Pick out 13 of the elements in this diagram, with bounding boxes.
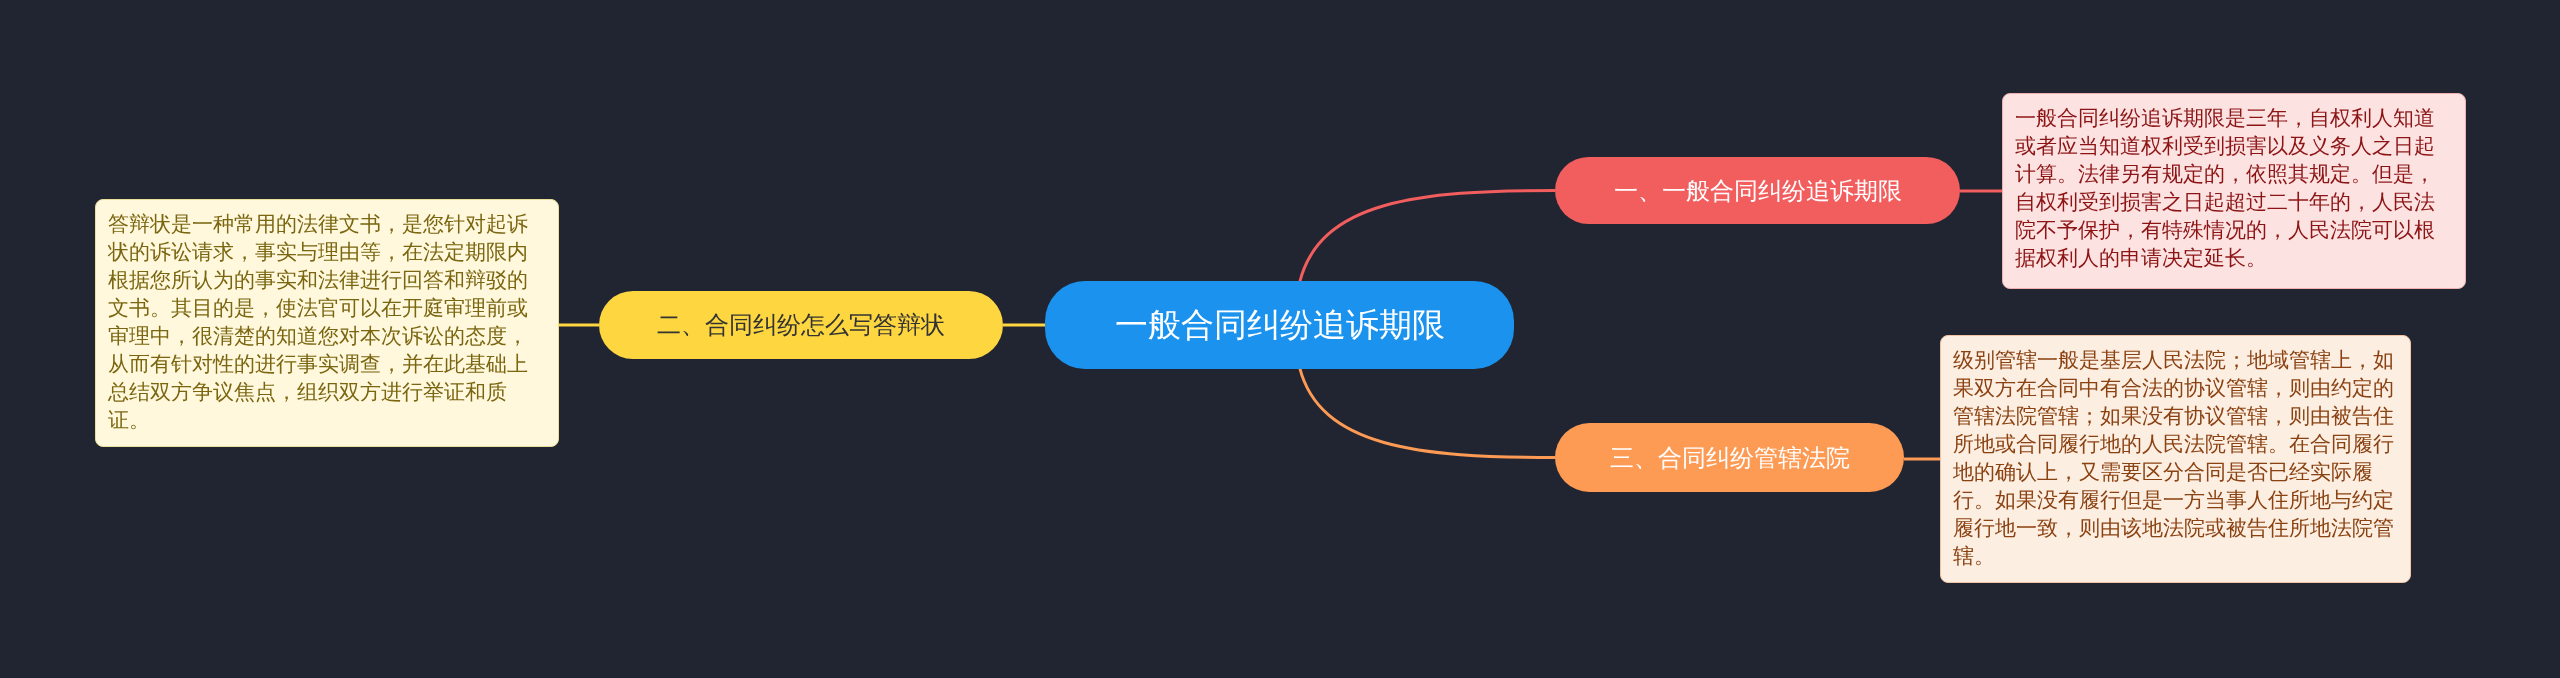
connector-line (1298, 366, 1555, 459)
connector-line (1003, 323, 1045, 327)
note-card: 答辩状是一种常用的法律文书，是您针对起诉状的诉讼请求，事实与理由等，在法定期限内根据您所认为的事实和法律进行回答和辩驳的文书。其目的是，使法官可以在开庭审理前或审理中，很清楚的知道您对本次诉讼的态度，从而有针对性的进行事实调查，并在此基础上总结双方争议焦点，组织双方进行举证和质证。 (95, 199, 559, 447)
topic-pill: 二、合同纠纷怎么写答辩状 (599, 291, 1003, 359)
connector-line (1904, 457, 1940, 461)
connector-line (559, 323, 599, 327)
note-card: 一般合同纠纷追诉期限是三年，自权利人知道或者应当知道权利受到损害以及义务人之日起计算。法律另有规定的，依照其规定。但是，自权利受到损害之日起超过二十年的，人民法院不予保护，有特殊情况的，人民法院可以根据权利人的申请决定延长。 (2002, 93, 2466, 289)
connector-line (1298, 189, 1555, 284)
root-topic: 一般合同纠纷追诉期限 (1045, 281, 1514, 369)
topic-pill: 一、一般合同纠纷追诉期限 (1555, 157, 1960, 224)
topic-pill: 三、合同纠纷管辖法院 (1555, 423, 1904, 492)
connector-line (1960, 189, 2002, 193)
note-card: 级别管辖一般是基层人民法院；地域管辖上，如果双方在合同中有合法的协议管辖，则由约定的管辖法院管辖；如果没有协议管辖，则由被告住所地或合同履行地的人民法院管辖。在合同履行地的确认上，又需要区分合同是否已经实际履行。如果没有履行但是一方当事人住所地与约定履行地一致，则由该地法院或被告住所地法院管辖。 (1940, 335, 2411, 583)
